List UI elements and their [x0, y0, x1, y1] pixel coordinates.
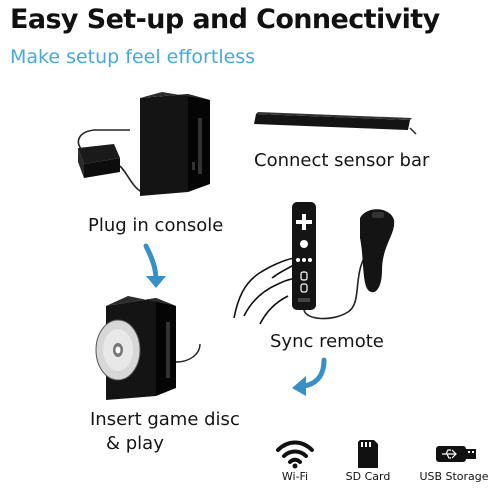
nunchuk-icon — [360, 209, 395, 293]
wii-remote-icon — [292, 202, 316, 310]
sensor-bar-illustration — [254, 112, 417, 135]
usb-icon — [436, 446, 476, 462]
page-subtitle: Make setup feel effortless — [10, 46, 256, 68]
wifi-icon — [276, 440, 314, 469]
console-with-adapter-illustration — [77, 92, 210, 196]
feature-label-sd-card: SD Card — [345, 470, 391, 483]
feature-usb-storage: USB Storage — [416, 436, 492, 483]
feature-label-usb-storage: USB Storage — [419, 470, 489, 483]
feature-label-wifi: Wi-Fi — [281, 470, 309, 483]
sd-card-icon — [358, 440, 378, 468]
feature-wifi: Wi-Fi — [272, 436, 318, 483]
step-label-insert-disc-line1: Insert game disc — [90, 409, 240, 430]
step-label-sensor-bar: Connect sensor bar — [254, 150, 430, 171]
power-adapter-icon — [77, 129, 150, 193]
hand-icon — [233, 257, 301, 325]
console-disc-illustration — [95, 296, 201, 400]
step-label-sync-remote: Sync remote — [270, 331, 384, 352]
console-icon — [140, 92, 210, 196]
page-title: Easy Set-up and Connectivity — [10, 4, 440, 35]
arrow-step-2-to-3 — [292, 357, 327, 396]
game-disc-icon — [95, 319, 141, 381]
remote-sync-illustration — [233, 202, 395, 325]
arrow-step-1-to-4 — [143, 243, 166, 288]
step-label-insert-disc-line2: & play — [106, 433, 164, 454]
feature-sd-card: SD Card — [340, 436, 396, 483]
step-label-plug-in: Plug in console — [88, 215, 224, 236]
